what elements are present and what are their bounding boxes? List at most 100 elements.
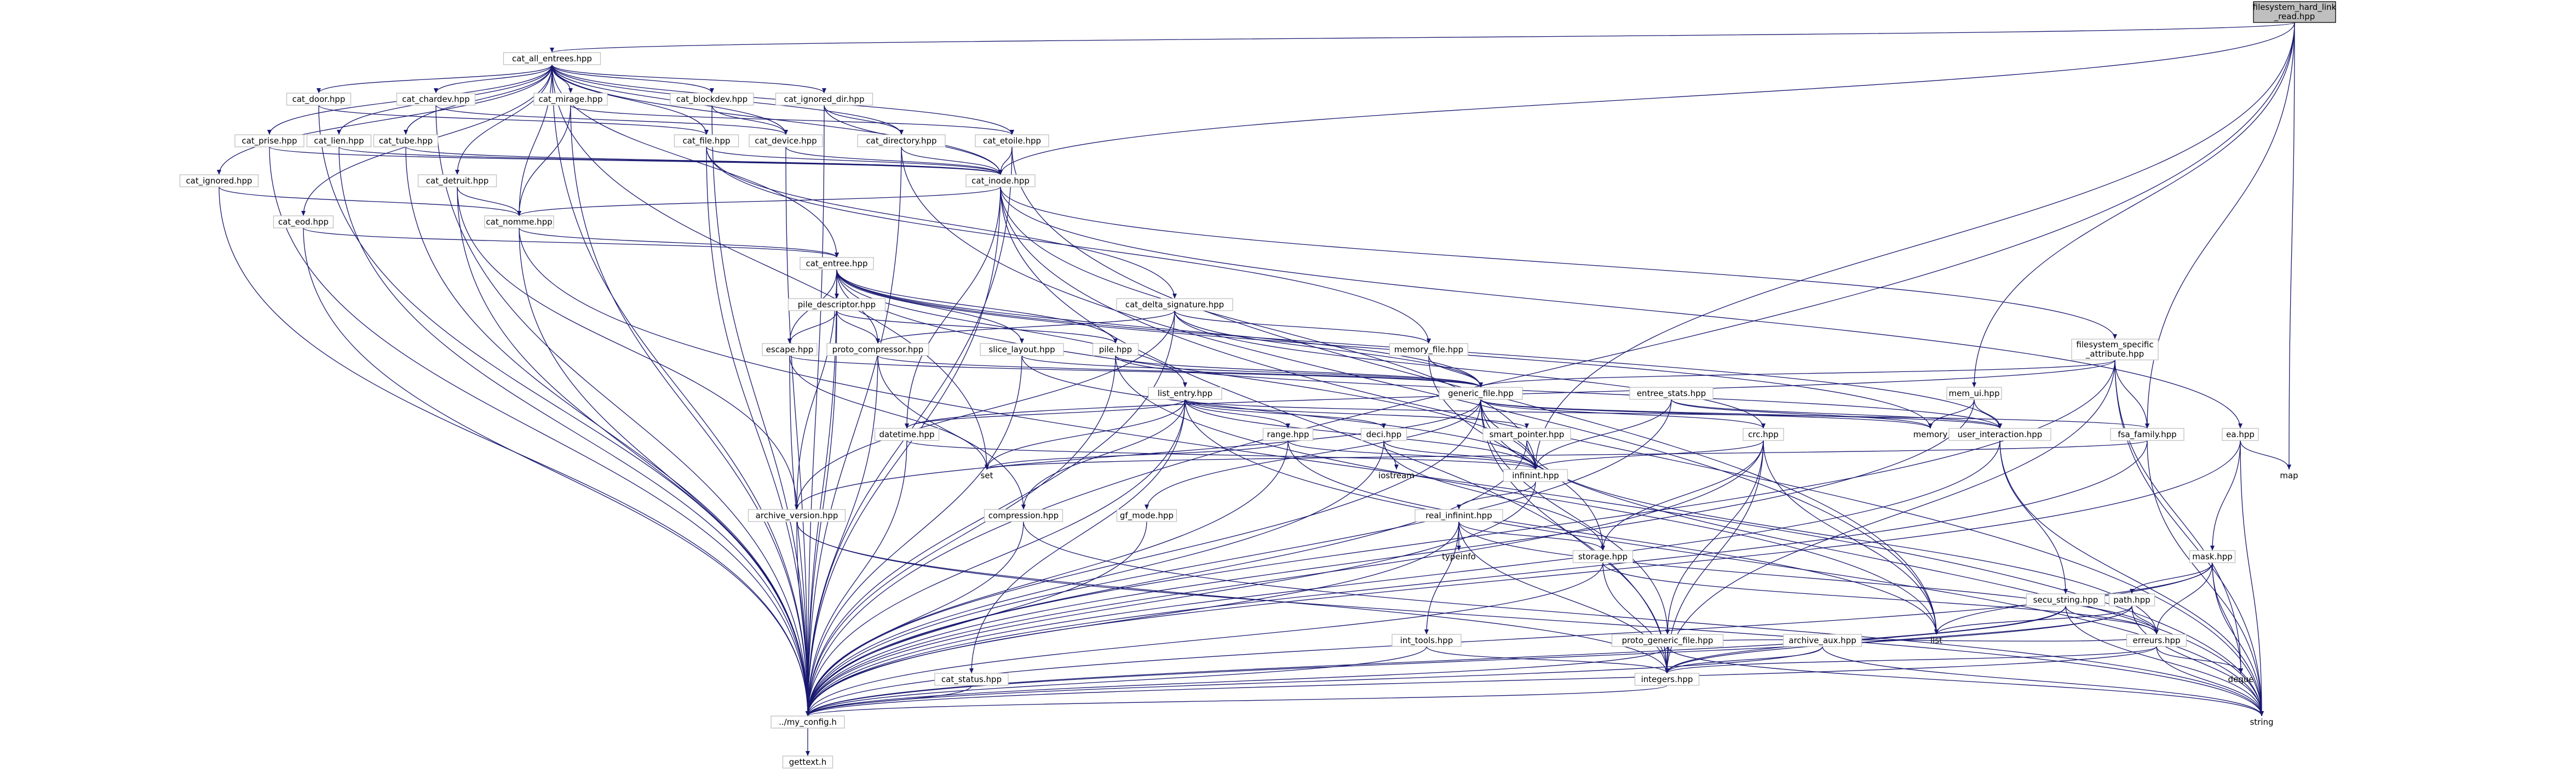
node-cat-entree[interactable]: cat_entree.hpp	[800, 257, 874, 270]
node-box	[874, 428, 940, 441]
edge-cat-inode-to-ea	[1000, 186, 2242, 429]
node-cat-mirage[interactable]: cat_mirage.hpp	[533, 93, 608, 106]
node-proto-compressor[interactable]: proto_compressor.hpp	[826, 343, 929, 356]
node-label: typeinfo	[1442, 552, 1476, 562]
node-archive-aux[interactable]: archive_aux.hpp	[1783, 634, 1862, 647]
node-memory-file[interactable]: memory_file.hpp	[1389, 343, 1469, 356]
node-escape[interactable]: escape.hpp	[762, 343, 818, 356]
node-box	[373, 134, 439, 147]
node-cat-nomme[interactable]: cat_nomme.hpp	[484, 215, 554, 228]
node-label: infinint.hpp	[1512, 471, 1559, 480]
node-cat-prise[interactable]: cat_prise.hpp	[234, 134, 304, 147]
node-set: set	[981, 471, 993, 480]
edge-generic-file-to-gf-mode	[1145, 399, 1481, 510]
node-gf-mode[interactable]: gf_mode.hpp	[1116, 509, 1177, 522]
node-path[interactable]: path.hpp	[2108, 593, 2155, 606]
node-box	[1503, 469, 1568, 482]
node-generic-file[interactable]: generic_file.hpp	[1439, 387, 1523, 400]
node-cat-etoile[interactable]: cat_etoile.hpp	[975, 134, 1049, 147]
node-cat-directory[interactable]: cat_directory.hpp	[857, 134, 946, 147]
node-user-interaction[interactable]: user_interaction.hpp	[1948, 428, 2051, 441]
node-slice-layout[interactable]: slice_layout.hpp	[980, 343, 1064, 356]
node-int-tools[interactable]: int_tools.hpp	[1392, 634, 1462, 647]
edge-cat-delta-signature-to-memory-file	[1174, 310, 1431, 344]
edge-generic-file-to-user-interaction	[1480, 399, 2002, 429]
node-fsa-family[interactable]: fsa_family.hpp	[2110, 428, 2184, 441]
edge-erreurs-to-integers	[1665, 646, 2157, 674]
node-cat-device[interactable]: cat_device.hpp	[749, 134, 823, 147]
node-box	[980, 343, 1064, 356]
node-label: cat_ignored_dir.hpp	[784, 94, 864, 105]
edge-user-interaction-to-my-config	[806, 440, 2000, 717]
node-datetime[interactable]: datetime.hpp	[874, 428, 940, 441]
node-gettext[interactable]: gettext.h	[782, 755, 833, 769]
edge-generic-file-to-memory	[1480, 399, 1933, 429]
node-list-entry[interactable]: list_entry.hpp	[1148, 387, 1222, 400]
node-smart-pointer[interactable]: smart_pointer.hpp	[1482, 428, 1571, 441]
node-cat-all-entrees[interactable]: cat_all_entrees.hpp	[503, 52, 601, 65]
node-label: storage.hpp	[1578, 552, 1628, 562]
node-entree-stats[interactable]: entree_stats.hpp	[1629, 387, 1714, 400]
edge-cat-all-entrees-to-cat-tube	[404, 64, 553, 135]
edge-cat-directory-to-my-config	[806, 146, 902, 717]
node-label: map	[2280, 471, 2298, 480]
node-cat-lien[interactable]: cat_lien.hpp	[306, 134, 372, 147]
edge-proto-generic-file-to-erreurs	[1667, 634, 2159, 647]
node-ea[interactable]: ea.hpp	[2222, 428, 2259, 441]
edge-ea-to-map	[2240, 440, 2291, 470]
node-infinint[interactable]: infinint.hpp	[1503, 469, 1568, 482]
node-cat-detruit[interactable]: cat_detruit.hpp	[417, 174, 497, 187]
node-erreurs[interactable]: erreurs.hpp	[2126, 634, 2187, 647]
node-storage[interactable]: storage.hpp	[1572, 550, 1634, 563]
node-cat-ignored-dir[interactable]: cat_ignored_dir.hpp	[775, 93, 873, 106]
node-secu-string[interactable]: secu_string.hpp	[2026, 593, 2106, 606]
edge-cat-all-entrees-to-cat-file	[551, 64, 709, 135]
node-mask[interactable]: mask.hpp	[2189, 550, 2236, 563]
edge-secu-string-to-erreurs	[2065, 605, 2159, 635]
node-pile[interactable]: pile.hpp	[1092, 343, 1139, 356]
node-compression[interactable]: compression.hpp	[984, 509, 1063, 522]
node-pile-descriptor[interactable]: pile_descriptor.hpp	[787, 298, 886, 311]
node-label: list	[1930, 635, 1942, 645]
node-box	[1629, 387, 1714, 400]
edge-crc-to-proto-generic-file	[1665, 440, 1764, 635]
node-integers[interactable]: integers.hpp	[1634, 673, 1700, 686]
node-cat-inode[interactable]: cat_inode.hpp	[965, 174, 1036, 187]
node-cat-file[interactable]: cat_file.hpp	[674, 134, 739, 147]
node-box	[484, 215, 554, 228]
node-box	[975, 134, 1049, 147]
edge-deci-to-infinint	[1383, 440, 1538, 470]
node-cat-ignored[interactable]: cat_ignored.hpp	[179, 174, 259, 187]
node-cat-chardev[interactable]: cat_chardev.hpp	[396, 93, 476, 106]
node-real-infinint[interactable]: real_infinint.hpp	[1415, 509, 1503, 522]
node-filesystem-specific-attribute[interactable]: filesystem_specific_attribute.hpp	[2071, 339, 2159, 360]
node-deci[interactable]: deci.hpp	[1360, 428, 1407, 441]
node-cat-status[interactable]: cat_status.hpp	[934, 673, 1009, 686]
edge-cat-all-entrees-to-my-config	[551, 64, 810, 717]
edge-list-entry-to-fsa-family	[1185, 399, 2149, 429]
node-iostream: iostream	[1378, 471, 1415, 480]
node-root[interactable]: filesystem_hard_link_read.hpp	[2253, 1, 2337, 23]
edge-mask-to-my-config	[806, 562, 2213, 717]
node-mem-ui[interactable]: mem_ui.hpp	[1946, 387, 2002, 400]
edge-cat-blockdev-to-my-config	[711, 105, 810, 717]
node-label: filesystem_hard_link_read.hpp	[2253, 2, 2337, 22]
edge-cat-eod-to-my-config	[303, 227, 810, 717]
edge-cat-all-entrees-to-cat-nomme	[517, 64, 553, 216]
node-cat-tube[interactable]: cat_tube.hpp	[373, 134, 439, 147]
edge-list-entry-to-compression	[1021, 399, 1186, 510]
node-range[interactable]: range.hpp	[1262, 428, 1314, 441]
node-cat-blockdev[interactable]: cat_blockdev.hpp	[670, 93, 754, 106]
node-label: cat_prise.hpp	[242, 136, 297, 146]
node-map: map	[2280, 471, 2298, 480]
node-box	[273, 215, 334, 228]
node-proto-generic-file[interactable]: proto_generic_file.hpp	[1611, 634, 1724, 647]
edge-cat-inode-to-string	[1000, 186, 2264, 717]
node-cat-delta-signature[interactable]: cat_delta_signature.hpp	[1116, 298, 1233, 311]
node-cat-eod[interactable]: cat_eod.hpp	[273, 215, 334, 228]
node-crc[interactable]: crc.hpp	[1743, 428, 1784, 441]
edge-int-tools-to-my-config	[806, 646, 1427, 717]
node-archive-version[interactable]: archive_version.hpp	[748, 509, 846, 522]
node-my-config[interactable]: ../my_config.h	[771, 715, 845, 729]
node-cat-door[interactable]: cat_door.hpp	[286, 93, 352, 106]
